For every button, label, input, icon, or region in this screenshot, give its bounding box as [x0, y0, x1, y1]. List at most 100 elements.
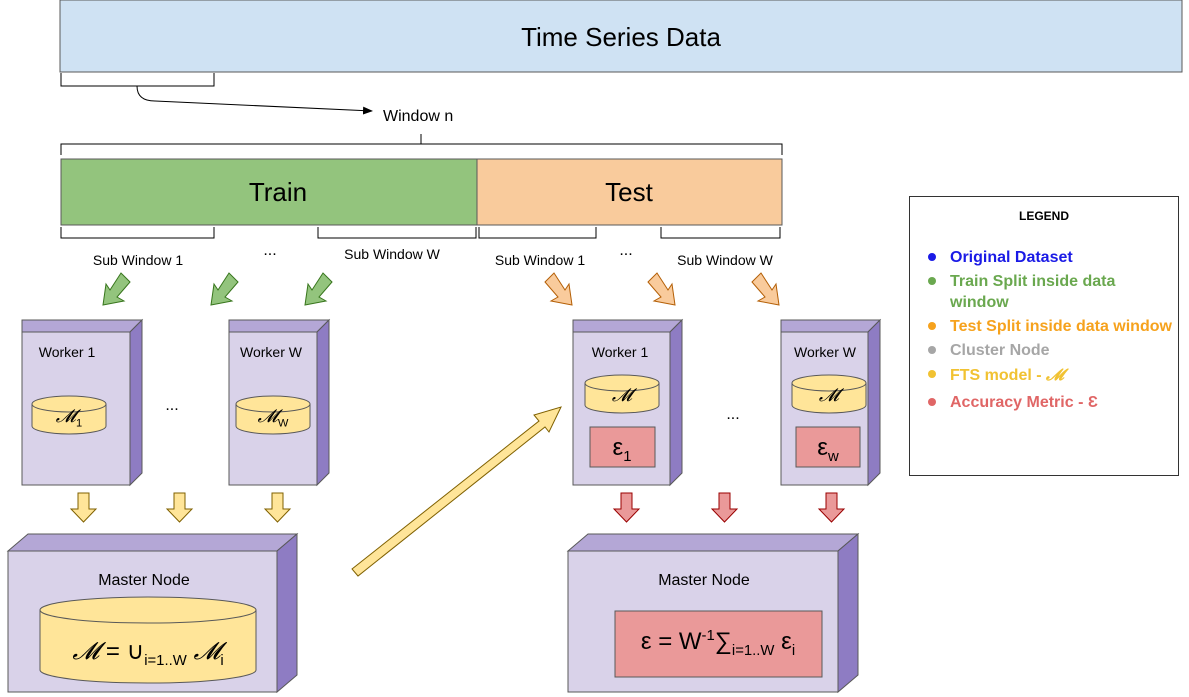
sigma-symbol: ∑: [714, 628, 732, 655]
red-down-arrow: [612, 492, 641, 523]
train-bar: [60, 158, 478, 226]
union-subscript: i=1..W: [144, 652, 187, 669]
window-n-brace: [60, 134, 783, 155]
metric-box: [795, 426, 861, 468]
model-glyph: 𝓜: [611, 385, 633, 406]
ellipsis: ...: [619, 242, 633, 259]
master-node-title: Master Node: [658, 572, 750, 589]
model-symbol: 𝓜1: [56, 406, 82, 430]
orange-arrow: [544, 272, 573, 306]
metric-symbol: ε1: [613, 434, 632, 465]
legend-dot: [928, 277, 936, 285]
formula-term: ε: [774, 628, 792, 655]
orange-arrow: [751, 272, 780, 306]
worker-ellipsis: ...: [726, 406, 740, 423]
worker-title: Worker W: [794, 344, 856, 360]
worker-title: Worker W: [240, 344, 302, 360]
window-label: Window n: [383, 108, 454, 125]
metric-subscript: 1: [623, 448, 632, 465]
green-arrow: [304, 272, 333, 306]
metric-glyph: ε: [612, 434, 624, 461]
rhs-subscript: i: [220, 652, 224, 669]
model-cylinder: [31, 395, 107, 435]
legend: LEGEND Original Dataset Train Split insi…: [909, 196, 1179, 476]
formula-equals: =: [99, 638, 127, 665]
formula-lhs: ε = W: [640, 628, 702, 655]
sub-window-label: Sub Window W: [677, 252, 773, 268]
time-series-bar: [59, 0, 1183, 73]
model-cylinder: [584, 374, 660, 414]
legend-item: Train Split inside data window: [928, 271, 1173, 313]
formula-lhs: 𝓜: [72, 637, 100, 665]
model-cylinder: [791, 374, 867, 414]
legend-item: FTS model - 𝓜: [928, 364, 1173, 386]
sub-window-bracket: [478, 227, 597, 239]
legend-dot: [928, 398, 936, 406]
legend-dot: [928, 322, 936, 330]
ellipsis: ...: [263, 242, 277, 259]
term-subscript: i: [791, 642, 796, 659]
legend-dot: [928, 253, 936, 261]
model-symbol: 𝓜: [819, 385, 839, 406]
legend-label: Cluster Node: [950, 342, 1050, 359]
green-arrow: [102, 272, 131, 306]
formula-rhs: 𝓜: [193, 637, 221, 665]
worker-title: Worker 1: [38, 344, 96, 360]
model-subscript: 1: [75, 417, 83, 430]
legend-item: Original Dataset: [928, 247, 1173, 268]
legend-item: Accuracy Metric - Ɛ: [928, 392, 1173, 413]
legend-item: Cluster Node: [928, 340, 1173, 361]
metric-box: [589, 426, 656, 468]
sub-window-bracket: [660, 227, 781, 239]
metric-subscript: w: [827, 448, 839, 465]
model-glyph: 𝓜: [55, 406, 76, 427]
model-symbol: 𝓜: [612, 385, 632, 406]
legend-label: Original Dataset: [950, 249, 1073, 266]
metric-symbol: εw: [817, 434, 838, 465]
orange-arrow: [647, 272, 676, 306]
formula-superscript: -1: [701, 628, 715, 644]
sub-window-label: Sub Window W: [344, 246, 440, 262]
metric-glyph: ε: [817, 434, 828, 461]
yellow-down-arrow: [263, 492, 292, 523]
model-glyph: 𝓜: [818, 385, 840, 406]
yellow-down-arrow: [69, 492, 98, 523]
legend-label: FTS model -: [950, 367, 1046, 384]
legend-model-glyph: 𝓜: [1046, 365, 1064, 384]
model-glyph: 𝓜: [257, 406, 278, 427]
master-model-cylinder: [39, 596, 257, 684]
worker-ellipsis: ...: [165, 397, 179, 414]
legend-dot: [928, 346, 936, 354]
model-cylinder: [235, 395, 311, 435]
legend-label: Train Split inside data window: [950, 273, 1116, 311]
yellow-down-arrow: [165, 492, 194, 523]
red-down-arrow: [710, 492, 739, 523]
sub-window-label: Sub Window 1: [494, 252, 586, 268]
window-brace: [60, 73, 372, 111]
green-arrow: [210, 272, 239, 306]
legend-dot: [928, 370, 936, 378]
model-broadcast-arrow: [351, 406, 562, 577]
red-down-arrow: [817, 492, 846, 523]
model-subscript: W: [277, 417, 289, 430]
train-label: Train: [248, 177, 308, 207]
metric-average-formula: ε = W-1∑i=1..W εi: [641, 628, 795, 659]
sub-window-bracket: [317, 227, 477, 239]
legend-label: Accuracy Metric - Ɛ: [950, 394, 1098, 411]
legend-list: Original Dataset Train Split inside data…: [928, 247, 1173, 416]
master-node-title: Master Node: [98, 572, 190, 589]
legend-item: Test Split inside data window: [928, 316, 1173, 337]
legend-title: LEGEND: [1018, 209, 1069, 223]
worker-title: Worker 1: [591, 344, 649, 360]
sub-window-bracket: [60, 227, 215, 239]
union-symbol: ∪: [126, 638, 145, 665]
model-symbol: 𝓜W: [258, 406, 289, 430]
time-series-title: Time Series Data: [521, 22, 721, 52]
test-label: Test: [605, 177, 653, 207]
model-union-formula: 𝓜 = ∪i=1..W 𝓜i: [72, 637, 223, 669]
test-bar: [476, 158, 783, 226]
sub-window-label: Sub Window 1: [92, 252, 184, 268]
master-metric-box: [614, 610, 823, 678]
sigma-subscript: i=1..W: [731, 642, 775, 659]
legend-label: Test Split inside data window: [950, 318, 1172, 335]
